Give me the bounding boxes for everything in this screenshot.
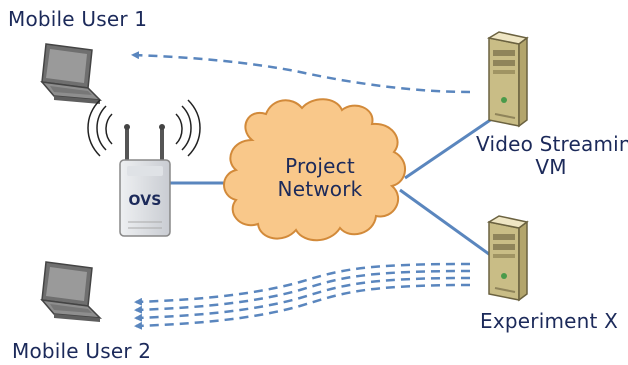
video-streaming-label-line2: VM (535, 155, 567, 179)
link-cloud-experiment (399, 188, 501, 264)
laptop-icon (40, 43, 102, 104)
flow-to-mobile-user-1 (131, 51, 471, 94)
mobile-user-2-label: Mobile User 2 (12, 339, 152, 363)
flows-to-mobile-user-2 (134, 262, 471, 330)
laptop-icon (40, 261, 102, 322)
flow-to-mobile-user-2-d (134, 283, 471, 330)
project-network-label-line1: Project (285, 154, 355, 178)
mobile-user-1-label: Mobile User 1 (8, 7, 148, 31)
flow-to-mobile-user-2-c (134, 276, 471, 322)
server-icon (486, 31, 529, 128)
ovs-label: OVS (128, 193, 162, 209)
project-network-label-line2: Network (277, 177, 363, 201)
cloud-icon (223, 98, 406, 242)
wireless-access-point-icon (87, 99, 201, 237)
video-streaming-vm-label: Video Streaming VM (476, 132, 628, 179)
flow-to-mobile-user-2-b (134, 269, 471, 314)
experiment-x-label: Experiment X (480, 309, 619, 333)
video-streaming-label-line1: Video Streaming (476, 132, 628, 156)
project-network-label: Project Network (248, 155, 392, 201)
flow-to-mobile-user-2-a (134, 262, 471, 306)
link-cloud-video (404, 108, 506, 180)
server-icon (486, 215, 529, 302)
